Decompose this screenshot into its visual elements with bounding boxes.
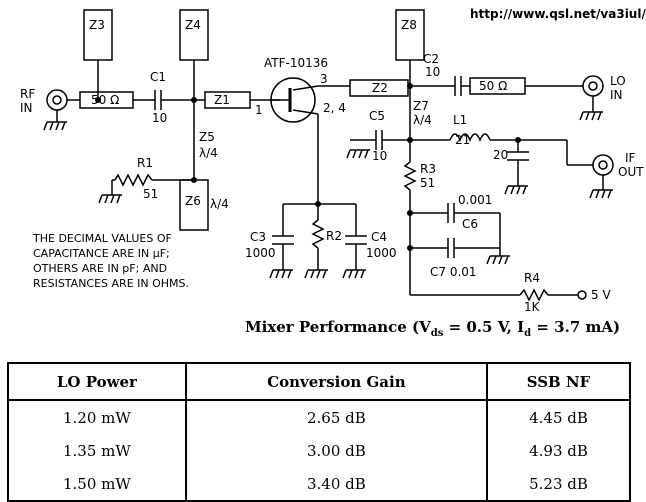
z3-label: Z3 (89, 18, 105, 32)
table-row: 1.20 mW 2.65 dB 4.45 dB (7, 400, 631, 434)
l1-inductor (449, 133, 491, 142)
z5-label: Z5 (199, 130, 215, 144)
pin1-label: 1 (255, 103, 263, 117)
c4-value: 1000 (366, 246, 397, 260)
supply-label: 5 V (591, 288, 611, 302)
performance-table: LO Power Conversion Gain SSB NF 1.20 mW … (7, 362, 631, 502)
note-line: RESISTANCES ARE IN OHMS. (33, 277, 190, 290)
z1-label: Z1 (214, 93, 230, 107)
z6-length: λ/4 (210, 197, 229, 211)
l1-label: L1 (453, 113, 467, 127)
transistor-label: ATF-10136 (264, 56, 328, 70)
note-line: OTHERS ARE IN pF; AND (33, 262, 168, 275)
performance-title: Mixer Performance (Vds = 0.5 V, Id = 3.7… (245, 318, 621, 339)
note-line: CAPACITANCE ARE IN µF; (33, 247, 170, 260)
lo-power-cell: 1.20 mW (7, 400, 187, 434)
r4-label: R4 (524, 271, 540, 285)
pin3-label: 3 (320, 72, 328, 86)
c6-value: 0.001 (458, 193, 492, 207)
ssb-nf-cell: 5.23 dB (486, 467, 631, 501)
r1-label: R1 (137, 156, 153, 170)
units-note: THE DECIMAL VALUES OF CAPACITANCE ARE IN… (33, 231, 233, 291)
mixer-schematic: http://www.qsl.net/va3iul/ RF IN LO IN I… (20, 7, 646, 314)
note-line: THE DECIMAL VALUES OF (33, 232, 172, 245)
c5-value: 10 (372, 149, 387, 163)
lo-in-label-2: IN (610, 88, 623, 102)
ssb-nf-cell: 4.93 dB (486, 434, 631, 467)
rf-in-label-1: RF (20, 87, 35, 101)
c3-value: 1000 (245, 246, 276, 260)
c1-label: C1 (150, 70, 166, 84)
lo-power-cell: 1.35 mW (7, 434, 187, 467)
column-header: Conversion Gain (184, 363, 489, 401)
c6-label: C6 (462, 217, 478, 231)
r1-value: 51 (143, 187, 158, 201)
conversion-gain-cell: 2.65 dB (184, 400, 489, 434)
table-row: 1.50 mW 3.40 dB 5.23 dB (7, 467, 631, 501)
table-row: 1.35 mW 3.00 dB 4.93 dB (7, 434, 631, 467)
z5-length: λ/4 (199, 146, 218, 160)
conversion-gain-cell: 3.40 dB (184, 467, 489, 501)
column-header: SSB NF (486, 363, 631, 401)
lo-power-cell: 1.50 mW (7, 467, 187, 501)
ssb-nf-cell: 4.45 dB (486, 400, 631, 434)
r3-label: R3 (420, 162, 436, 176)
c7-label: C7 0.01 (430, 265, 477, 279)
if-out-label-1: IF (625, 151, 636, 165)
c1-value: 10 (152, 111, 167, 125)
z7-length: λ/4 (413, 113, 432, 127)
z8-label: Z8 (401, 18, 417, 32)
lo-in-label-1: LO (610, 74, 626, 88)
c3-label: C3 (250, 230, 266, 244)
z7-label: Z7 (413, 99, 429, 113)
table-header-row: LO Power Conversion Gain SSB NF (7, 363, 631, 401)
c5-label: C5 (369, 109, 385, 123)
z4-label: Z4 (185, 18, 201, 32)
r2-label: R2 (326, 229, 342, 243)
if-out-label-2: OUT (618, 165, 644, 179)
input-50-ohm-label: 50 Ω (91, 93, 119, 107)
c2-label: C2 (423, 52, 439, 66)
pin24-label: 2, 4 (323, 101, 346, 115)
z6-label: Z6 (185, 194, 201, 208)
r3-value: 51 (420, 176, 435, 190)
if-cap-value: 20 (493, 148, 508, 162)
r4-value: 1K (524, 300, 541, 314)
z2-label: Z2 (372, 81, 388, 95)
source-url: http://www.qsl.net/va3iul/ (470, 7, 646, 21)
column-header: LO Power (7, 363, 187, 401)
conversion-gain-cell: 3.00 dB (184, 434, 489, 467)
l1-value: 21 (455, 133, 470, 147)
c4-label: C4 (371, 230, 387, 244)
lo-50-ohm-label: 50 Ω (479, 79, 507, 93)
c2-value: 10 (425, 65, 440, 79)
rf-in-label-2: IN (20, 101, 33, 115)
